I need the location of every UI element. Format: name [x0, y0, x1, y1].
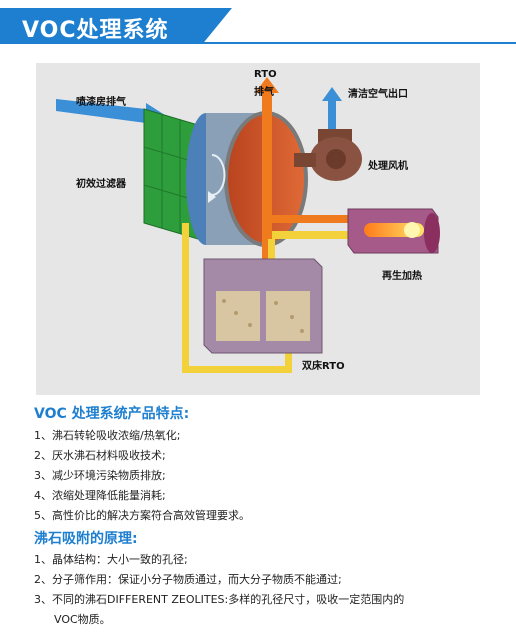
label-regen-heat: 再生加热	[382, 271, 422, 282]
header-tab	[0, 8, 232, 42]
rto-icon	[203, 258, 323, 354]
diagram-drawing	[56, 77, 440, 373]
feature-item: 3、减少环境污染物质排放;	[34, 469, 166, 482]
voc-system-diagram: 喷漆房排气 RTO 排气 清洁空气出口 处理风机 初效过滤器 再生加热 双床RT…	[36, 63, 480, 395]
regen-duct-icon	[272, 215, 352, 239]
features-section: VOC 处理系统产品特点: 1、沸石转轮吸收浓缩/热氧化; 2、厌水沸石材料吸收…	[34, 405, 504, 526]
label-clean-air: 清洁空气出口	[348, 89, 408, 100]
fan-icon	[294, 129, 362, 181]
page-title: VOC处理系统	[22, 18, 169, 43]
principle-title: 沸石吸附的原理:	[34, 531, 138, 547]
rotor-icon	[186, 111, 308, 247]
heater-icon	[347, 208, 440, 254]
feature-item: 1、沸石转轮吸收浓缩/热氧化;	[34, 429, 181, 442]
features-title: VOC 处理系统产品特点:	[34, 406, 190, 422]
principle-item: 3、不同的沸石DIFFERENT ZEOLITES:多样的孔径尺寸，吸收一定范围…	[34, 593, 405, 606]
label-prefilter: 初效过滤器	[76, 179, 126, 190]
feature-item: 5、高性价比的解决方案符合高效管理要求。	[34, 509, 250, 522]
label-paint-exhaust: 喷漆房排气	[76, 97, 126, 108]
label-fan: 处理风机	[368, 161, 408, 172]
rto-exhaust-arrow-icon	[255, 77, 279, 271]
header-banner: VOC处理系统	[0, 0, 516, 46]
label-dual-rto: 双床RTO	[302, 361, 345, 372]
header-underline	[0, 42, 516, 44]
label-rto: RTO	[254, 69, 277, 80]
label-rto-exhaust: 排气	[254, 87, 274, 98]
principle-item: 1、晶体结构：大小一致的孔径;	[34, 553, 188, 566]
clean-air-arrow-icon	[322, 87, 342, 131]
feature-item: 2、厌水沸石材料吸收技术;	[34, 449, 166, 462]
inlet-arrow-icon	[56, 99, 168, 129]
principle-item: VOC物质。	[54, 613, 111, 626]
principle-item: 2、分子筛作用：保证小分子物质通过，而大分子物质不能通过;	[34, 573, 342, 586]
principle-section: 沸石吸附的原理: 1、晶体结构：大小一致的孔径; 2、分子筛作用：保证小分子物质…	[34, 530, 504, 630]
feature-item: 4、浓缩处理降低能量消耗;	[34, 489, 166, 502]
